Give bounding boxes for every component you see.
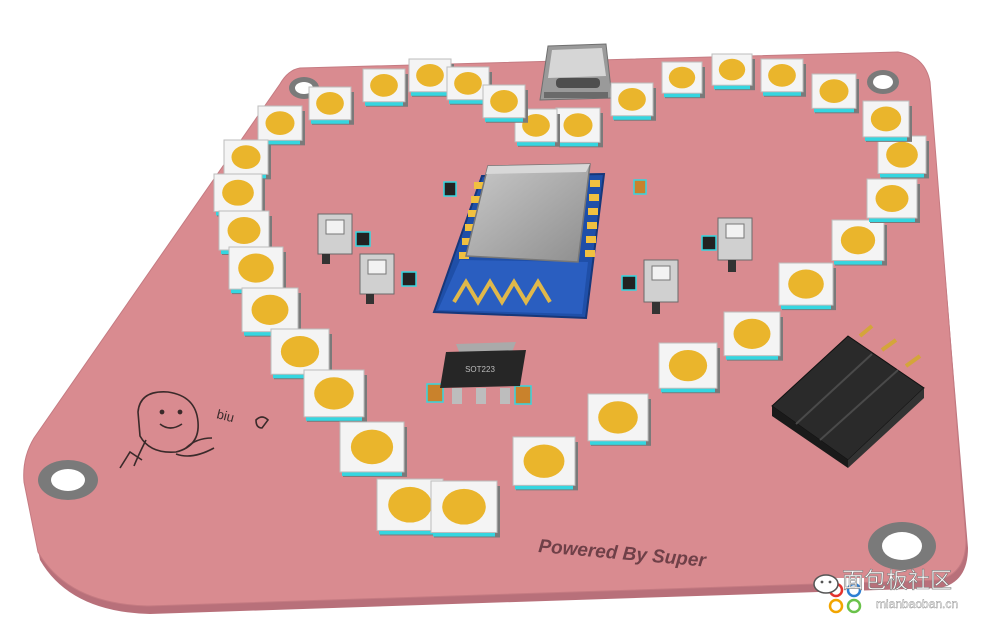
capacitor: [401, 271, 417, 287]
pin-header: [771, 324, 925, 468]
watermark-logo: [826, 578, 864, 616]
mounting-hole: [868, 522, 936, 570]
ws2812-led: [308, 86, 354, 125]
mounting-hole: [38, 460, 98, 500]
ws2812-led: [661, 61, 705, 99]
capacitor: [443, 181, 457, 197]
capacitor: [355, 231, 371, 247]
ws2812-led: [339, 421, 407, 477]
ws2812-led: [866, 178, 920, 223]
mounting-hole: [867, 70, 899, 94]
passive-components: [355, 179, 717, 405]
voltage-regulator: SOT223: [440, 342, 526, 404]
capacitor: [514, 385, 532, 405]
capacitor: [426, 383, 444, 403]
watermark-url: mianbaoban.cn: [876, 597, 958, 611]
ws2812-led: [257, 105, 305, 146]
ws2812-led: [831, 219, 887, 266]
tactile-switches: [317, 213, 753, 314]
ws2812-led: [482, 84, 528, 123]
ws2812-led: [270, 328, 332, 380]
regulator-marking: SOT223: [465, 365, 495, 374]
ws2812-led: [658, 342, 720, 394]
tactile-switch: [717, 217, 753, 272]
esp-pads: [459, 180, 600, 259]
ws2812-led: [303, 369, 367, 422]
capacitor: [701, 235, 717, 251]
watermark-title: 面包板社区: [842, 569, 952, 594]
ws2812-led: [760, 58, 806, 97]
rf-shield: [465, 163, 591, 263]
ws2812-led: [555, 107, 603, 148]
capacitor: [621, 275, 637, 291]
ws2812-led: [213, 173, 265, 217]
wechat-icon: [813, 574, 839, 594]
watermark: 面包板社区 mianbaoban.cn: [813, 569, 958, 616]
ws2812-led: [778, 262, 836, 311]
ws2812-led: [723, 311, 783, 361]
capacitor: [633, 179, 647, 195]
tactile-switch: [643, 259, 679, 314]
ws2812-led: [877, 135, 929, 179]
ws2812-led: [223, 139, 271, 180]
ws2812-led: [587, 393, 651, 446]
tactile-switch: [359, 253, 395, 304]
smiley-doodle: [119, 391, 270, 469]
ws2812-led: [811, 73, 859, 114]
pcb-antenna: [452, 278, 552, 306]
led-ring: [213, 53, 929, 538]
doodle-caption: biu: [215, 406, 235, 425]
esp-module: [432, 163, 606, 320]
ws2812-led: [430, 480, 500, 538]
ws2812-led: [512, 436, 578, 491]
ws2812-led: [228, 246, 286, 295]
ws2812-led: [862, 100, 912, 142]
ws2812-led: [610, 82, 656, 121]
usb-c-connector: [539, 43, 613, 101]
tactile-switch: [317, 213, 353, 264]
mounting-holes: [38, 70, 936, 570]
ws2812-led: [711, 53, 755, 91]
ws2812-led: [362, 68, 408, 107]
